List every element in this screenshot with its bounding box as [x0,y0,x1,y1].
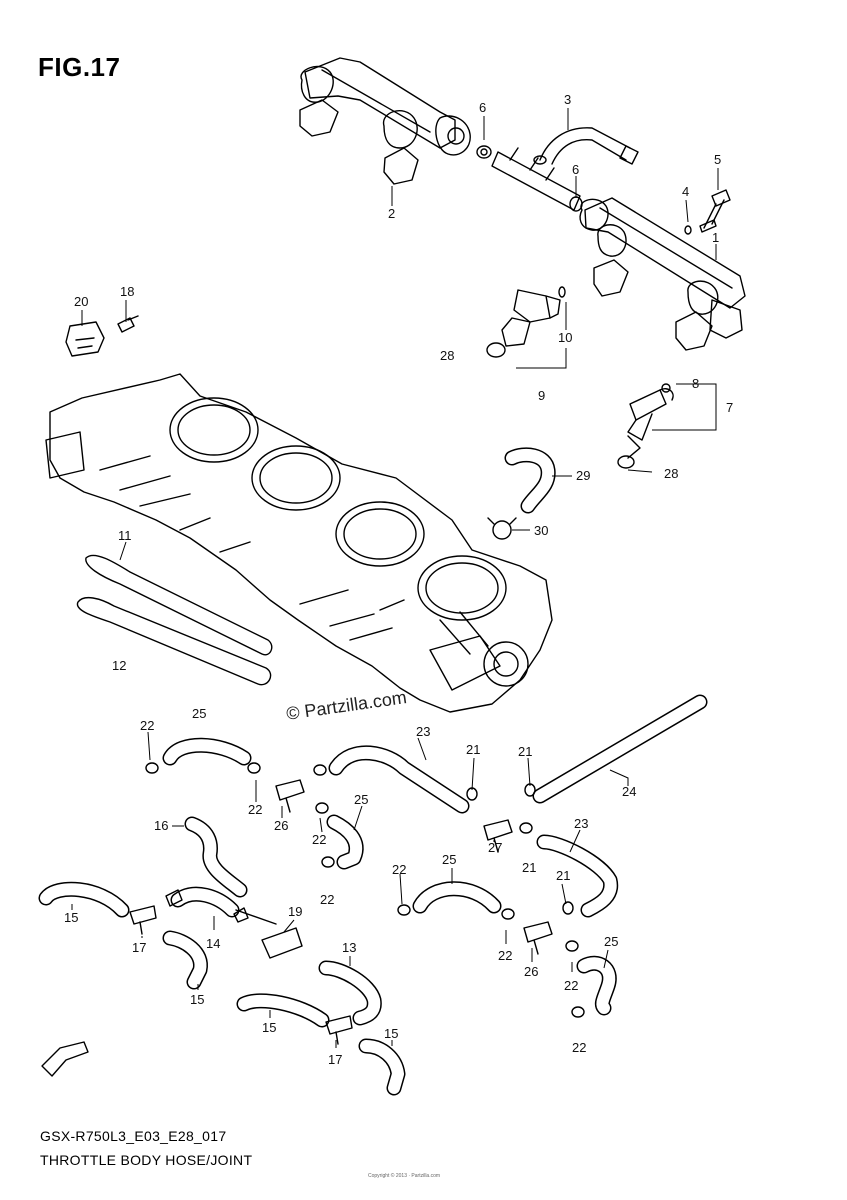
callout-15: 15 [262,1020,276,1035]
callout-6: 6 [572,162,579,177]
screw-18 [117,315,139,333]
callout-26: 26 [274,818,288,833]
injector-7 [617,383,674,469]
callout-15: 15 [64,910,78,925]
callout-1: 1 [712,230,719,245]
callout-30: 30 [534,523,548,538]
callout-21: 21 [518,744,532,759]
figure-name: THROTTLE BODY HOSE/JOINT [40,1152,253,1168]
callout-22: 22 [312,832,326,847]
callout-9: 9 [538,388,545,403]
callout-22: 22 [392,862,406,877]
callout-labels: 1 2 3 4 5 6 6 7 8 9 10 11 12 13 14 15 15… [64,92,733,1067]
bolt-5 [699,189,731,233]
callout-19: 19 [288,904,302,919]
fuel-hose-3 [533,127,639,165]
callout-26: 26 [524,964,538,979]
callout-22: 22 [248,802,262,817]
hose-12 [76,596,272,686]
callout-21: 21 [466,742,480,757]
fuel-rail-right [579,197,746,351]
callout-3: 3 [564,92,571,107]
callout-15: 15 [384,1026,398,1041]
leader-lines [71,108,719,1048]
clip-30 [487,517,517,540]
callout-7: 7 [726,400,733,415]
fuel-rail-left [299,57,471,185]
callout-22: 22 [498,948,512,963]
callout-20: 20 [74,294,88,309]
callout-6: 6 [479,100,486,115]
throttle-body [45,373,553,713]
callout-28: 28 [440,348,454,363]
callout-11: 11 [118,528,132,543]
washer-4 [684,225,692,235]
callout-15: 15 [190,992,204,1007]
callout-17: 17 [328,1052,342,1067]
rail-joint-pipe [476,145,583,212]
callout-5: 5 [714,152,721,167]
callout-24: 24 [622,784,636,799]
callout-14: 14 [206,936,220,951]
callout-29: 29 [576,468,590,483]
callout-2: 2 [388,206,395,221]
callout-22: 22 [320,892,334,907]
callout-10: 10 [558,330,572,345]
hose-11 [85,554,273,656]
callout-25: 25 [354,792,368,807]
callout-27: 27 [488,840,502,855]
callout-25: 25 [192,706,206,721]
callout-22: 22 [140,718,154,733]
vacuum-hoses [38,694,708,1096]
callout-22: 22 [572,1040,586,1055]
callout-25: 25 [442,852,456,867]
fwd-arrow-icon [41,1041,89,1077]
callout-18: 18 [120,284,134,299]
sensor-20 [65,321,105,357]
callout-4: 4 [682,184,689,199]
small-print: Copyright © 2013 · Partzilla.com [368,1173,441,1179]
callout-23: 23 [416,724,430,739]
hose-29 [504,447,556,514]
callout-25: 25 [604,934,618,949]
callout-23: 23 [574,816,588,831]
figure-code: GSX-R750L3_E03_E28_017 [40,1128,227,1144]
callout-21: 21 [556,868,570,883]
injector-9 [486,286,566,358]
callout-21: 21 [522,860,536,875]
callout-28: 28 [664,466,678,481]
callout-17: 17 [132,940,146,955]
figure-title: FIG.17 [38,52,121,82]
callout-22: 22 [564,978,578,993]
callout-16: 16 [154,818,168,833]
callout-13: 13 [342,940,356,955]
callout-8: 8 [692,376,699,391]
callout-12: 12 [112,658,126,673]
joints-and-clamps [129,762,585,1045]
